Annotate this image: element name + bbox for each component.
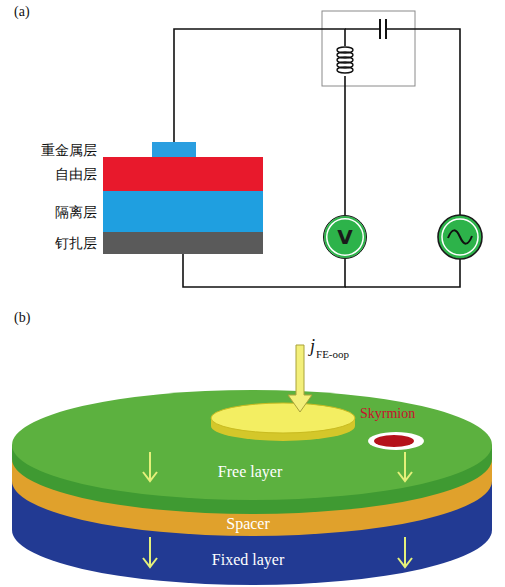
ac-source-symbol <box>448 230 472 243</box>
layer-name-text: Free layer <box>218 463 282 481</box>
panel-label: (b) <box>14 310 30 326</box>
skyrmion-symbol <box>374 435 414 447</box>
ac-source-symbol <box>442 219 478 255</box>
free-layer-top <box>12 390 492 500</box>
wire <box>345 259 460 287</box>
layer-block: 自由层 <box>103 157 263 191</box>
inductor-symbol <box>337 47 353 73</box>
current-arrow <box>288 345 312 412</box>
capacitor-symbol <box>379 19 381 39</box>
wire-line <box>183 254 345 287</box>
layer-name: Free layer <box>215 462 285 482</box>
layer-block: 隔离层 <box>103 191 263 232</box>
ac-source-symbol <box>438 215 482 259</box>
skyrmion-symbol <box>368 432 424 450</box>
voltmeter-symbol: V <box>323 215 367 259</box>
inductor-symbol <box>336 46 354 76</box>
magnetization-arrow <box>143 452 412 567</box>
layer-label: 隔离层 <box>55 204 97 220</box>
layer-block: 钉扎层 <box>103 232 263 254</box>
layer-label: 钉扎层 <box>55 235 97 251</box>
layer-label: 自由层 <box>55 166 97 182</box>
wire <box>183 254 345 287</box>
layer-name: Fixed layer <box>209 550 287 570</box>
wire <box>345 29 460 215</box>
electrode <box>211 403 355 433</box>
current-symbol: j <box>310 336 315 357</box>
layer-name-text: Fixed layer <box>212 551 284 569</box>
layer-name: Spacer <box>223 514 273 534</box>
layer-block: 重金属层 <box>152 142 196 157</box>
meter-letter: V <box>337 225 352 249</box>
layer-name-text: Spacer <box>226 515 270 533</box>
layer-label: 重金属层 <box>41 142 97 158</box>
capacitor-symbol <box>385 19 387 39</box>
skyrmion-label: Skyrmion <box>360 406 415 422</box>
bias-tee-box <box>322 11 415 86</box>
current-subscript: FE-oop <box>316 348 349 360</box>
panel-label: (a) <box>14 4 30 20</box>
